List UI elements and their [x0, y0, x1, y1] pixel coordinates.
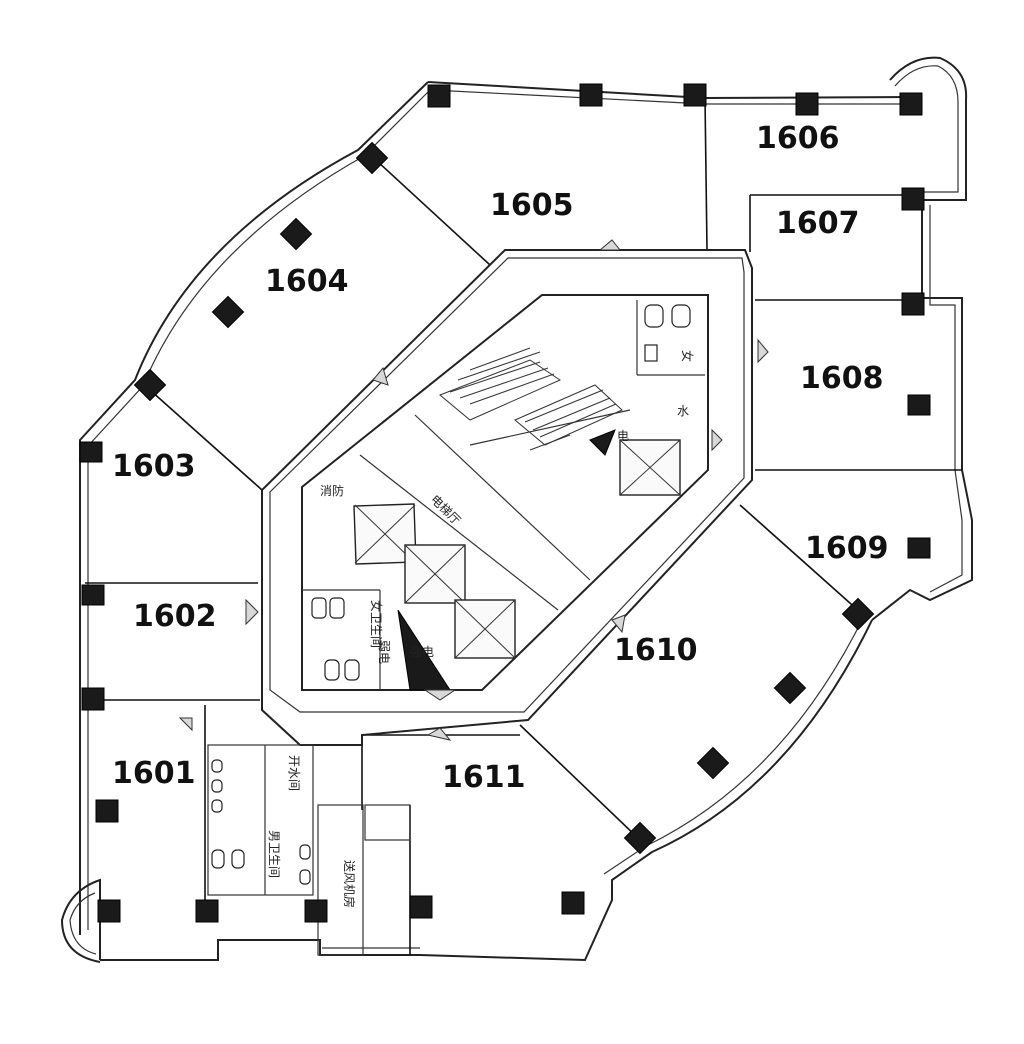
stairs: [439, 347, 623, 451]
column: [561, 891, 585, 915]
room-label-1609: 1609: [805, 531, 889, 566]
room-partitions: [85, 97, 962, 955]
column: [133, 368, 167, 402]
column: [79, 441, 103, 463]
room-label-1607: 1607: [776, 206, 860, 241]
column: [907, 394, 931, 416]
column: [899, 92, 923, 116]
central-core: [261, 249, 753, 746]
column: [195, 899, 219, 923]
room-label-1611: 1611: [442, 760, 526, 795]
elevator-4: [619, 439, 681, 496]
stair-east: [514, 384, 623, 451]
room-label-1608: 1608: [800, 361, 884, 396]
toilet-fixtures: [207, 304, 691, 956]
ac-room-label: 送风机房: [342, 860, 357, 908]
column: [81, 584, 105, 606]
structural-columns: [79, 83, 931, 923]
column: [97, 899, 121, 923]
elevator-2: [404, 544, 466, 604]
mens-toilet-label: 男卫生间: [267, 830, 281, 878]
column: [355, 141, 389, 175]
column: [304, 899, 328, 923]
doors: [178, 239, 769, 741]
column: [427, 84, 451, 108]
stair-west: [439, 347, 562, 421]
column: [279, 217, 313, 251]
column: [773, 671, 807, 705]
room-label-1610: 1610: [614, 633, 698, 668]
room-label-1603: 1603: [112, 449, 196, 484]
weak-label: 弱电: [377, 640, 391, 664]
room-labels: 1601 1602 1603 1604 1605 1606 1607 1608 …: [112, 121, 889, 795]
room-label-1605: 1605: [490, 188, 574, 223]
column: [795, 92, 819, 116]
room-label-1606: 1606: [756, 121, 840, 156]
womens-toilet-label: 女卫生间: [369, 600, 384, 648]
women-small-label: 女: [680, 350, 695, 362]
water-label: 水: [677, 404, 689, 418]
column: [683, 83, 707, 107]
column: [409, 895, 433, 919]
power-label: 电: [617, 429, 629, 443]
room-label-1604: 1604: [265, 264, 349, 299]
wash-room-label: 开水间: [287, 755, 301, 791]
elevators: [353, 439, 681, 659]
column: [841, 597, 875, 631]
strong-label: 强电: [410, 645, 434, 659]
column: [81, 687, 105, 711]
column: [901, 292, 925, 316]
fire-label: 消防: [320, 483, 344, 498]
column: [907, 537, 931, 559]
room-label-1601: 1601: [112, 756, 196, 791]
column: [623, 821, 657, 855]
column: [901, 187, 925, 211]
room-label-1602: 1602: [133, 599, 217, 634]
column: [579, 83, 603, 107]
column: [95, 799, 119, 823]
elevator-3: [454, 599, 516, 659]
column: [211, 295, 245, 329]
column: [696, 746, 730, 780]
